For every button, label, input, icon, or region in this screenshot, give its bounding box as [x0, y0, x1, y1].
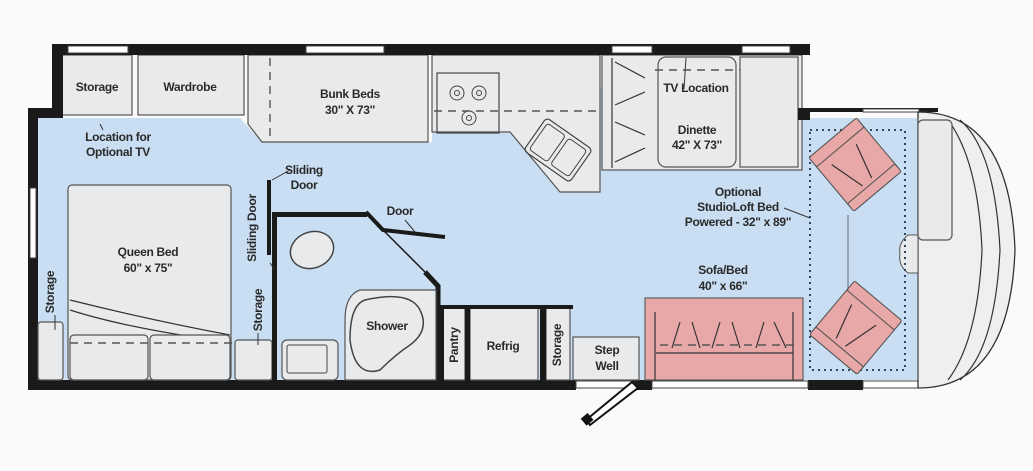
bottom-cabinets	[438, 305, 640, 427]
cab	[899, 111, 1016, 389]
console	[899, 234, 919, 274]
label-storage-left: Storage	[43, 270, 57, 313]
dinette-table	[657, 56, 737, 168]
label-tv-location: TV Location	[663, 81, 728, 95]
label-bath-door: Door	[387, 204, 414, 218]
label-dinette-size: 42" X 73"	[672, 138, 722, 152]
window	[862, 108, 920, 113]
queen-bed[interactable]	[67, 184, 232, 381]
refrigerator	[469, 306, 539, 381]
label-storage-mid: Storage	[251, 288, 265, 331]
label-wardrobe: Wardrobe	[163, 80, 217, 94]
label-storage-top: Storage	[76, 80, 119, 94]
window	[741, 45, 791, 54]
label-studioloft-2: StudioLoft Bed	[697, 200, 779, 214]
label-studioloft-3: Powered - 32" x 89"	[685, 215, 791, 229]
storage-left-cabinet	[37, 321, 64, 381]
bathroom	[267, 180, 446, 381]
entry-door-opening	[575, 380, 633, 389]
kitchen-sink	[524, 118, 592, 182]
label-bunk-beds: Bunk Beds	[320, 87, 381, 101]
window	[651, 380, 809, 389]
label-sofa-bed-size: 40" x 66"	[699, 279, 748, 293]
label-studioloft-1: Optional	[715, 185, 761, 199]
bath-wall-left	[272, 213, 277, 380]
label-step-well-1: Step	[595, 343, 620, 357]
label-storage-kitchen: Storage	[550, 323, 564, 366]
window	[611, 45, 653, 54]
bedroom	[37, 184, 273, 381]
label-sliding-door-top-2: Door	[291, 178, 318, 192]
label-queen-bed: Queen Bed	[118, 245, 179, 259]
walls	[28, 44, 938, 390]
label-optional-tv-1: Location for	[85, 130, 151, 144]
label-sliding-door-top-1: Sliding	[285, 163, 323, 177]
sofa-bed[interactable]	[644, 297, 804, 381]
top-slideout	[61, 54, 803, 193]
label-sliding-door-vertical: Sliding Door	[245, 194, 259, 262]
dinette-seat	[739, 56, 799, 168]
storage-top-cabinet	[61, 54, 133, 116]
window	[862, 380, 920, 389]
wardrobe-cabinet	[137, 54, 245, 116]
shower-pan	[344, 289, 437, 381]
label-optional-tv-2: Optional TV	[86, 145, 150, 159]
recliner-top[interactable]	[809, 118, 902, 212]
label-bunk-beds-size: 30" X 73"	[325, 103, 375, 117]
leader-lines	[54, 57, 811, 345]
storage-mid-cabinet	[234, 339, 273, 381]
stove	[436, 72, 500, 134]
label-refrig: Refrig	[487, 339, 520, 353]
label-sofa-bed: Sofa/Bed	[698, 263, 748, 277]
entry-door[interactable]	[580, 380, 640, 427]
bath-sink	[281, 339, 339, 381]
window	[29, 187, 37, 259]
toilet	[289, 230, 335, 270]
window	[305, 45, 385, 54]
label-queen-bed-size: 60" x 75"	[124, 261, 173, 275]
label-step-well-2: Well	[595, 359, 618, 373]
cab-seat	[917, 119, 953, 241]
label-dinette: Dinette	[678, 123, 717, 137]
storage-kitchen	[545, 306, 571, 381]
label-pantry: Pantry	[447, 327, 461, 363]
recliner-bottom[interactable]	[809, 281, 902, 375]
label-shower: Shower	[366, 319, 408, 333]
labels: Storage Wardrobe Bunk Beds 30" X 73" Loc…	[43, 80, 792, 373]
window	[67, 45, 129, 54]
step-well	[572, 336, 640, 381]
